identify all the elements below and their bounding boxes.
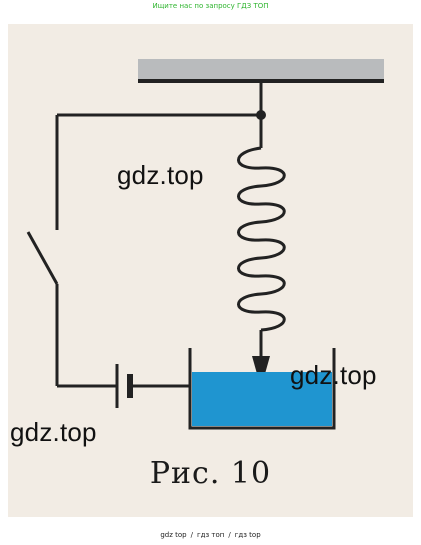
vessel — [188, 348, 336, 430]
watermark-text: gdz.top — [10, 417, 97, 447]
top-banner: Ищите нас по запросу ГДЗ ТОП — [152, 2, 269, 10]
figure-caption: Рис. 10 — [149, 456, 272, 491]
footer-separator: / — [190, 531, 193, 539]
footer-link-gdz-top-mixed[interactable]: гдз top — [234, 531, 261, 539]
footer-links: gdz top/гдз топ/гдз top — [0, 531, 421, 539]
footer-link-gdz-top[interactable]: gdz top — [160, 531, 187, 539]
watermark-text: gdz.top — [290, 360, 377, 390]
footer-link-gdz-top-ru[interactable]: гдз топ — [196, 531, 225, 539]
spring-coil — [237, 146, 286, 332]
ceiling-bar — [138, 59, 384, 81]
junction-dot — [256, 110, 266, 120]
switch-lever — [26, 231, 59, 285]
scanned-page-background — [8, 24, 413, 517]
watermark-text: gdz.top — [117, 160, 204, 190]
liquid — [192, 372, 332, 426]
circuit-wires — [55, 82, 263, 388]
footer-separator: / — [228, 531, 231, 539]
